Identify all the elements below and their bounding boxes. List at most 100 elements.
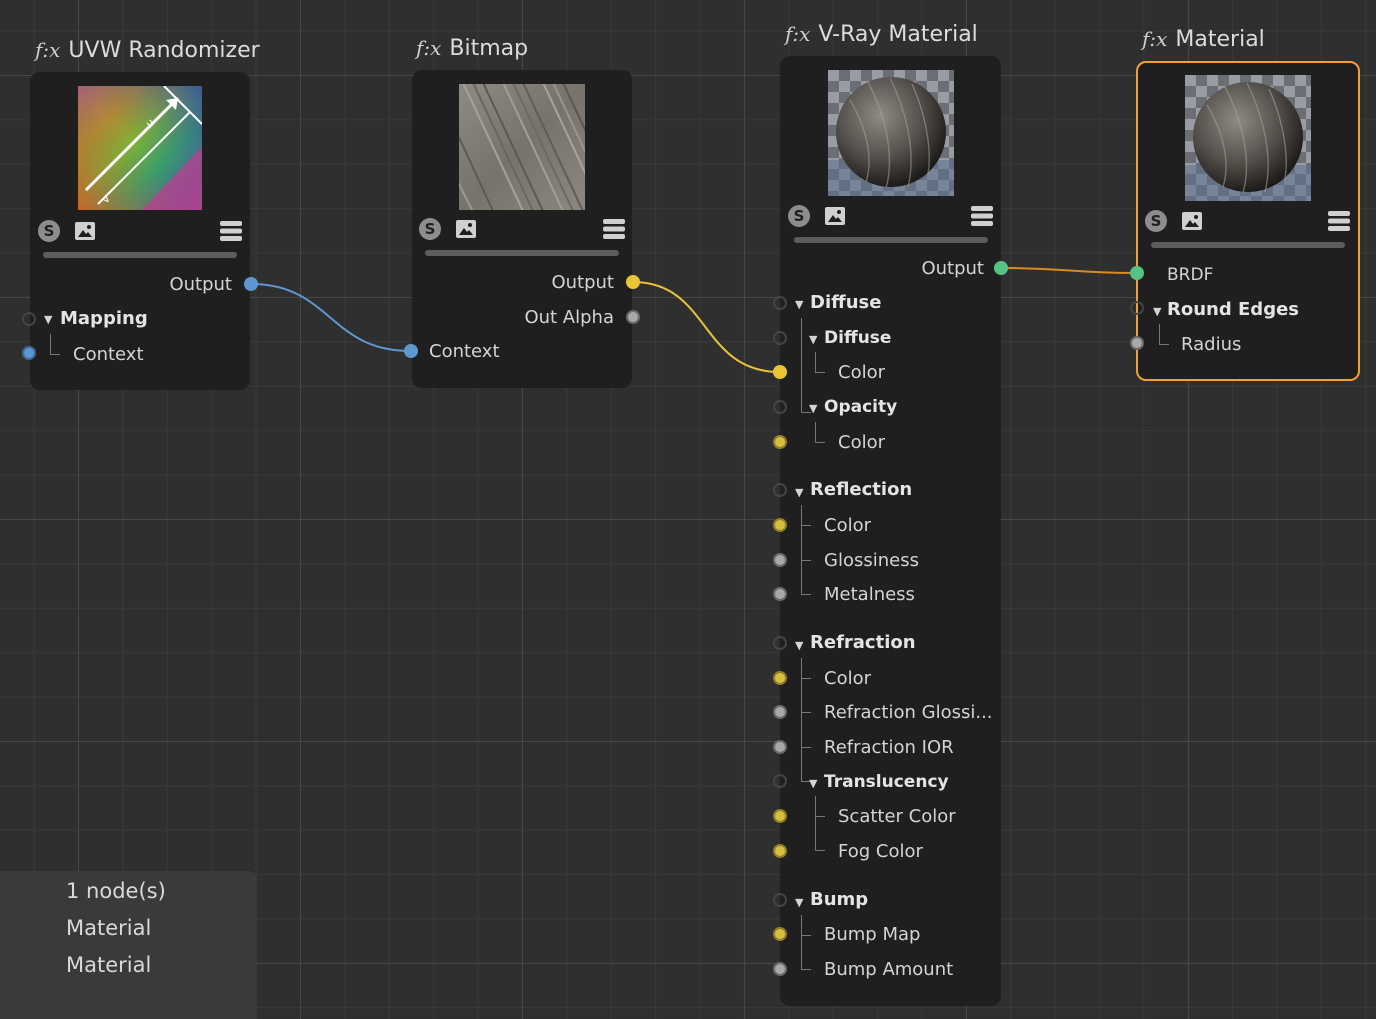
uvw-mapping-group[interactable]: Mapping (60, 308, 148, 329)
wire-uvw-to-bitmap[interactable] (250, 283, 411, 352)
diffuse-sub-port[interactable] (773, 331, 787, 345)
bitmap-context-label: Context (429, 341, 500, 362)
opacity-port[interactable] (773, 400, 787, 414)
vray-output-port[interactable] (994, 261, 1008, 275)
reflection-metalness-label: Metalness (824, 584, 915, 605)
fx-icon: f:x (785, 22, 811, 46)
image-icon[interactable] (455, 219, 477, 239)
collapse-arrow-icon[interactable]: ▼ (809, 777, 818, 790)
bitmap-output-label: Output (551, 272, 614, 293)
bitmap-node[interactable]: S Output Out Alpha Context (412, 70, 632, 388)
tree-line (801, 678, 811, 713)
tree-line (815, 796, 825, 817)
status-line-2: Material (66, 953, 152, 977)
refraction-color-port[interactable] (773, 671, 787, 685)
menu-icon[interactable] (603, 218, 625, 240)
opacity-subgroup[interactable]: Opacity (824, 397, 898, 417)
wire-bitmap-to-vray[interactable] (632, 281, 781, 373)
solo-icon[interactable]: S (419, 218, 441, 240)
opacity-color-port[interactable] (773, 435, 787, 449)
tree-line (815, 352, 825, 373)
node-count-text: 1 node(s) (66, 879, 166, 903)
reflection-glossiness-port[interactable] (773, 553, 787, 567)
collapse-arrow-icon[interactable]: ▼ (795, 298, 804, 311)
brdf-label: BRDF (1167, 265, 1214, 285)
bitmap-output-port[interactable] (626, 275, 640, 289)
refraction-color-label: Color (824, 668, 871, 689)
tree-line (801, 712, 811, 748)
fog-color-label: Fog Color (838, 841, 923, 862)
diffuse-color-port[interactable] (773, 365, 787, 379)
reflection-color-port[interactable] (773, 518, 787, 532)
collapse-arrow-icon[interactable]: ▼ (809, 333, 818, 346)
material-preview-sphere[interactable] (1185, 75, 1311, 201)
vray-material-node[interactable]: S Output ▼ Diffuse ▼ Diffuse Color ▼ Opa… (780, 56, 1001, 1006)
round-edges-group[interactable]: Round Edges (1167, 299, 1299, 320)
uvw-randomizer-node[interactable]: u v S Output ▼ Mapping Context (30, 72, 250, 390)
collapse-arrow-icon[interactable]: ▼ (44, 313, 53, 326)
refraction-ior-label: Refraction IOR (824, 737, 954, 758)
bump-port[interactable] (773, 893, 787, 907)
refraction-port[interactable] (773, 636, 787, 650)
collapse-arrow-icon[interactable]: ▼ (1153, 305, 1162, 318)
tree-line (1159, 324, 1169, 345)
bitmap-context-port[interactable] (404, 344, 418, 358)
vray-preview-sphere[interactable] (828, 70, 954, 196)
solo-icon[interactable]: S (788, 205, 810, 227)
fog-color-port[interactable] (773, 844, 787, 858)
solo-icon[interactable]: S (1145, 210, 1167, 232)
refraction-glossiness-port[interactable] (773, 705, 787, 719)
bitmap-preview-thumbnail[interactable] (459, 84, 585, 210)
tree-line (801, 318, 811, 412)
uvw-preview-bar (43, 252, 237, 258)
uvw-output-port[interactable] (244, 277, 258, 291)
bump-group[interactable]: Bump (810, 889, 869, 910)
solo-icon[interactable]: S (38, 220, 60, 242)
tree-line (801, 747, 811, 782)
image-icon[interactable] (1181, 211, 1203, 231)
reflection-color-label: Color (824, 515, 871, 536)
radius-port[interactable] (1130, 336, 1144, 350)
bitmap-toolbar: S (419, 217, 625, 243)
diffuse-group[interactable]: Diffuse (810, 292, 882, 313)
menu-icon[interactable] (971, 205, 993, 227)
uvw-preview-thumbnail[interactable]: u v (78, 86, 202, 210)
bitmap-out-alpha-port[interactable] (626, 310, 640, 324)
uvw-mapping-port[interactable] (22, 312, 36, 326)
fx-icon: f:x (416, 36, 442, 60)
reflection-group[interactable]: Reflection (810, 479, 913, 500)
uvw-context-port[interactable] (22, 346, 36, 360)
collapse-arrow-icon[interactable]: ▼ (809, 402, 818, 415)
menu-icon[interactable] (220, 220, 242, 242)
material-node-selected[interactable]: S BRDF ▼ Round Edges Radius (1136, 61, 1360, 381)
bitmap-out-alpha-label: Out Alpha (524, 307, 614, 328)
menu-icon[interactable] (1328, 210, 1350, 232)
wire-vray-to-material[interactable] (1000, 267, 1138, 274)
image-icon[interactable] (824, 206, 846, 226)
diffuse-subgroup[interactable]: Diffuse (824, 328, 892, 348)
tree-line (801, 505, 811, 526)
reflection-glossiness-label: Glossiness (824, 550, 919, 571)
bump-amount-port[interactable] (773, 962, 787, 976)
translucency-subgroup[interactable]: Translucency (824, 772, 949, 792)
diffuse-group-port[interactable] (773, 296, 787, 310)
scatter-color-port[interactable] (773, 809, 787, 823)
collapse-arrow-icon[interactable]: ▼ (795, 486, 804, 499)
collapse-arrow-icon[interactable]: ▼ (795, 639, 804, 652)
refraction-ior-port[interactable] (773, 740, 787, 754)
collapse-arrow-icon[interactable]: ▼ (795, 896, 804, 909)
tree-line (801, 525, 811, 561)
refraction-group[interactable]: Refraction (810, 632, 916, 653)
material-brdf-port[interactable] (1130, 266, 1144, 280)
reflection-metalness-port[interactable] (773, 587, 787, 601)
bump-map-port[interactable] (773, 927, 787, 941)
image-icon[interactable] (74, 221, 96, 241)
translucency-port[interactable] (773, 774, 787, 788)
round-edges-port[interactable] (1130, 301, 1144, 315)
refraction-glossiness-label: Refraction Glossi... (824, 702, 993, 723)
reflection-port[interactable] (773, 483, 787, 497)
